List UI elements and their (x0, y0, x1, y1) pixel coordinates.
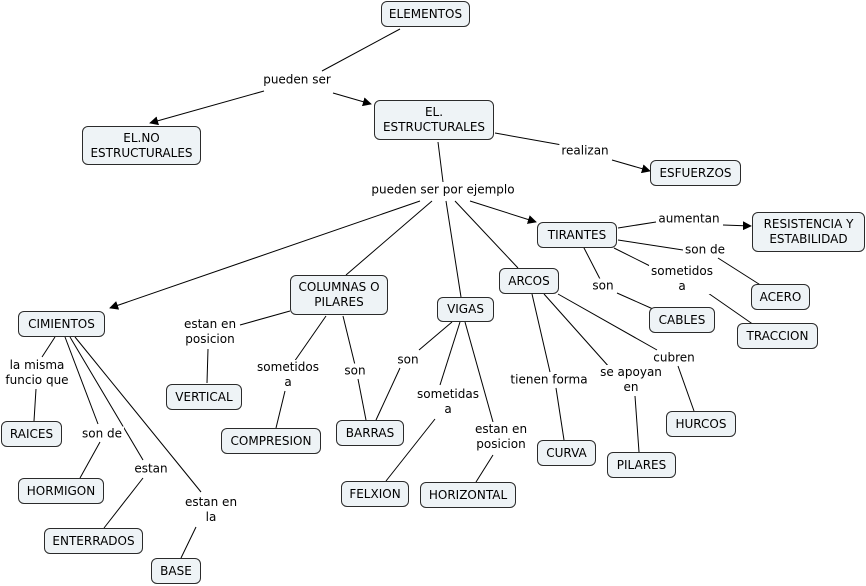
link-son-de-hormigon (79, 441, 101, 479)
link-label-son-de-cimientos: son de (79, 426, 125, 442)
link-cimientos-estan-en-la (74, 336, 202, 493)
concept-vigas[interactable]: VIGAS (437, 297, 494, 322)
concept-felxion[interactable]: FELXION (341, 481, 409, 507)
link-estan-posicion-vertical (206, 348, 209, 384)
link-son-de-acero (717, 257, 763, 287)
concept-el-no-estructurales[interactable]: EL.NO ESTRUCTURALES (82, 126, 201, 165)
concept-pilares[interactable]: PILARES (607, 452, 676, 478)
link-tirantes-aumentan (617, 221, 657, 229)
link-label-son-columnas: son (342, 363, 368, 379)
link-label-se-apoyan-en: se apoyan en (598, 365, 664, 395)
link-vigas-son (418, 321, 453, 351)
link-ejemplo-columnas (345, 200, 433, 276)
concept-barras[interactable]: BARRAS (336, 420, 404, 446)
link-realizan-esfuerzos (611, 159, 651, 174)
link-label-la-misma-funcio: la misma funcio que (3, 358, 71, 388)
concept-cables[interactable]: CABLES (649, 307, 715, 333)
link-label-son-tirantes: son (590, 278, 616, 294)
concept-raices[interactable]: RAICES (1, 421, 62, 447)
link-tirantes-sometidos (613, 247, 651, 267)
concept-horizontal[interactable]: HORIZONTAL (420, 482, 516, 508)
concept-acero[interactable]: ACERO (751, 284, 810, 310)
link-label-sometidas-a: sometidas a (415, 387, 481, 417)
link-son-barras-col (357, 378, 367, 421)
link-estan-enterrados (103, 477, 144, 529)
link-columnas-sometidos (293, 315, 327, 363)
link-cimientos-misma (41, 336, 56, 358)
link-label-sometidos-columnas: sometidos a (255, 360, 321, 390)
link-label-pueden-ser-por-ejemplo: pueden ser por ejemplo (369, 182, 517, 198)
concept-el-estructurales[interactable]: EL. ESTRUCTURALES (374, 100, 494, 140)
link-pueden-ser-estructurales (332, 92, 372, 107)
link-ejemplo-vigas (445, 200, 462, 298)
link-label-aumentan: aumentan (656, 211, 722, 227)
concept-hormigon[interactable]: HORMIGON (18, 478, 104, 504)
link-son-cables (616, 292, 654, 310)
link-tienen-forma-curva (555, 387, 565, 441)
link-sometidos-compresion (275, 390, 286, 429)
link-arcos-tienen-forma (531, 293, 551, 373)
link-se-apoyan-pilares (634, 395, 640, 453)
link-vigas-sometidas (439, 321, 461, 386)
link-estan-posicion-horizontal (475, 454, 494, 483)
link-label-estan-en-la: estan en la (182, 495, 240, 525)
concept-resistencia[interactable]: RESISTENCIA Y ESTABILIDAD (752, 212, 865, 252)
link-sometidos-traccion (707, 292, 755, 326)
link-label-tienen-forma: tienen forma (508, 372, 590, 388)
link-ejemplo-arcos (454, 200, 519, 269)
link-estructurales-ejemplo (437, 141, 444, 183)
concept-arcos[interactable]: ARCOS (499, 268, 559, 294)
concept-traccion[interactable]: TRACCION (737, 323, 818, 349)
link-label-son-de-tirantes: son de (682, 242, 728, 258)
link-cubren-hurcos (677, 365, 695, 412)
link-label-estan-en-posicion-vigas: estan en posicion (472, 422, 530, 452)
link-label-cubren: cubren (651, 350, 697, 366)
link-label-realizan: realizan (559, 143, 611, 159)
link-estan-en-la-base (180, 526, 197, 559)
link-label-estan-en-posicion-columnas: estan en posicion (181, 317, 239, 347)
link-label-pueden-ser: pueden ser (261, 72, 333, 88)
link-cimientos-son-de (64, 336, 99, 425)
concept-esfuerzos[interactable]: ESFUERZOS (650, 160, 741, 186)
link-columnas-son (342, 315, 356, 366)
link-tirantes-son-de (617, 239, 684, 251)
link-label-estan: estan (132, 461, 170, 477)
link-ejemplo-tirantes (469, 200, 537, 224)
link-tirantes-son (582, 245, 601, 280)
link-vigas-estan-posicion (464, 321, 494, 423)
link-aumentan-resistencia (722, 221, 752, 231)
link-cimientos-estan (69, 336, 144, 461)
link-ejemplo-cimientos (109, 200, 421, 310)
concept-compresion[interactable]: COMPRESION (221, 428, 321, 454)
link-arcos-cubren (557, 293, 658, 351)
concept-vertical[interactable]: VERTICAL (166, 384, 242, 410)
concept-curva[interactable]: CURVA (537, 440, 596, 466)
link-pueden-ser-no-estructurales (149, 90, 265, 126)
link-estructurales-realizan (494, 132, 563, 146)
concept-hurcos[interactable]: HURCOS (666, 411, 736, 437)
link-label-son-vigas: son (395, 352, 421, 368)
concept-tirantes[interactable]: TIRANTES (537, 222, 617, 248)
link-son-barras (375, 367, 401, 421)
concept-enterrados[interactable]: ENTERRADOS (44, 528, 143, 554)
concept-columnas[interactable]: COLUMNAS O PILARES (290, 275, 388, 315)
link-columnas-estan-posicion (239, 310, 291, 326)
link-elementos-pueden-ser (321, 28, 401, 72)
link-sometidas-felxion (385, 418, 436, 482)
concept-base[interactable]: BASE (151, 558, 201, 584)
link-label-sometidos-tirantes: sometidos a (649, 264, 715, 294)
concept-cimientos[interactable]: CIMIENTOS (18, 311, 105, 337)
concept-elementos[interactable]: ELEMENTOS (381, 1, 470, 27)
link-arcos-se-apoyan (543, 293, 611, 369)
link-misma-raices (33, 388, 37, 422)
